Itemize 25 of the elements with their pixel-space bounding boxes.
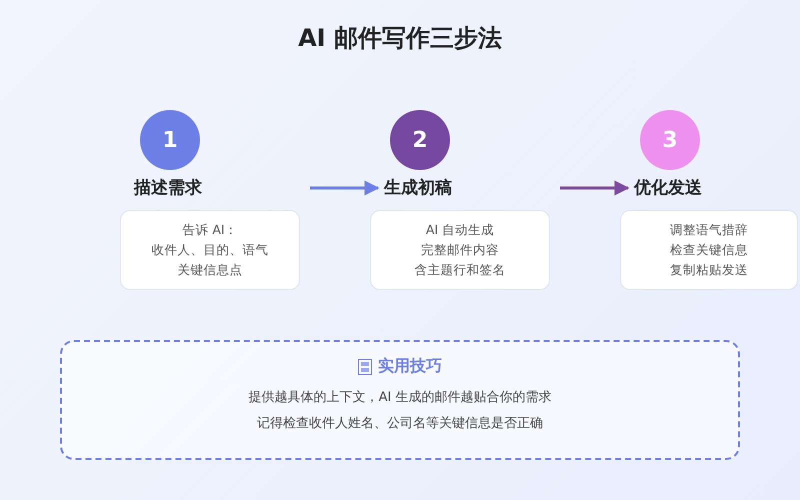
step-card [370, 210, 550, 290]
step-description: 告诉 AI： [182, 221, 238, 239]
step-description: 含主题行和签名 [414, 261, 506, 279]
arrow [560, 180, 630, 196]
arrow [310, 180, 380, 196]
step-card [120, 210, 300, 290]
step-heading: 优化发送 [628, 176, 788, 200]
step-description: 关键信息点 [178, 261, 242, 279]
tip-text: 提供越具体的上下文，AI 生成的邮件越贴合你的需求 [248, 389, 552, 407]
step-number-circle: 3 [640, 110, 700, 170]
step-description: 收件人、目的、语气 [152, 241, 268, 259]
step-description: 检查关键信息 [670, 241, 748, 259]
step-heading: 描述需求 [134, 176, 310, 200]
step-heading: 生成初稿 [378, 176, 556, 200]
tip-text: 记得检查收件人姓名、公司名等关键信息是否正确 [257, 415, 543, 433]
step-number-circle: 2 [390, 110, 450, 170]
step-description: 完整邮件内容 [421, 241, 499, 259]
step-card [620, 210, 798, 290]
step-number-circle: 1 [140, 110, 200, 170]
step-description: 复制粘贴发送 [670, 261, 748, 279]
tip-panel [60, 340, 740, 460]
title: AI 邮件写作三步法 [297, 23, 503, 54]
step-description: 调整语气措辞 [670, 221, 748, 239]
step-description: AI 自动生成 [426, 221, 494, 239]
tip-heading: 实用技巧 [378, 356, 442, 377]
